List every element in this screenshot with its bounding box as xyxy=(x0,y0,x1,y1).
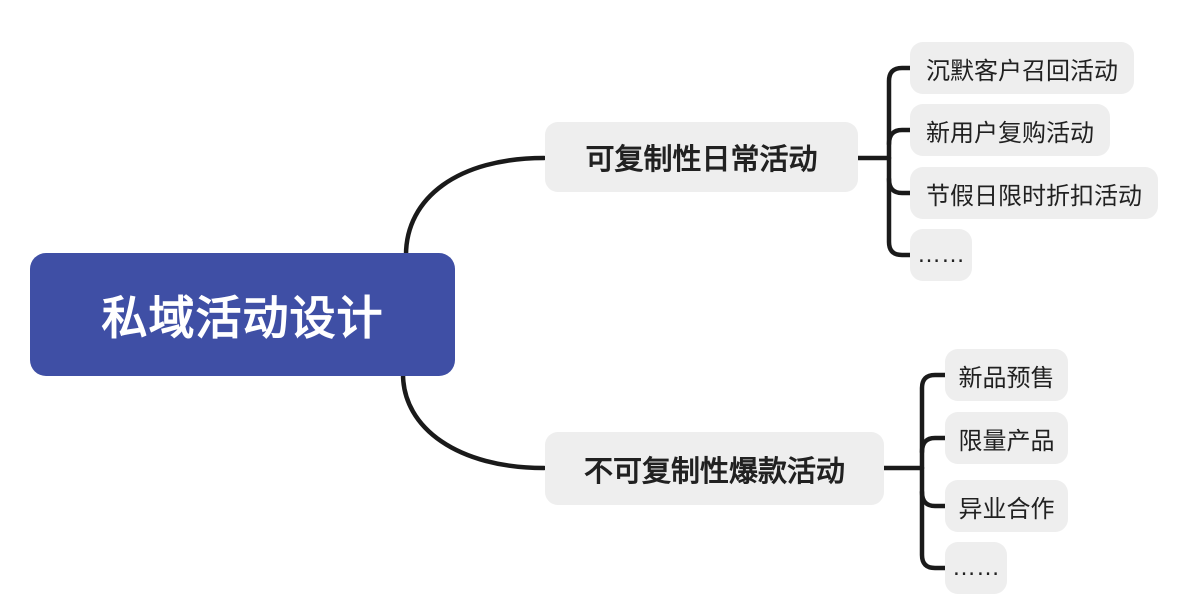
leaf-node-label: …… xyxy=(952,554,1000,581)
connector-branch1-leaf2 xyxy=(886,127,913,147)
connector-branch2-leaf2 xyxy=(919,435,948,455)
connector-root-branch1 xyxy=(403,155,547,258)
leaf-node-label: 新用户复购活动 xyxy=(926,119,1094,147)
root-node-label: 私域活动设计 xyxy=(101,291,384,344)
leaf-node-limited-product[interactable]: 限量产品 xyxy=(945,412,1068,464)
leaf-node-label: 节假日限时折扣活动 xyxy=(926,182,1142,210)
connector-branch1-trunk xyxy=(886,65,913,258)
leaf-node-label: 异业合作 xyxy=(958,495,1055,523)
connector-root-branch2 xyxy=(400,371,547,471)
leaf-node-new-user-repurchase[interactable]: 新用户复购活动 xyxy=(910,104,1110,156)
leaf-node-label: 限量产品 xyxy=(958,427,1055,455)
connector-branch1-leaf3 xyxy=(886,176,913,196)
branch-node-replicable-daily[interactable]: 可复制性日常活动 xyxy=(545,122,858,192)
leaf-node-label: …… xyxy=(917,241,965,268)
leaf-node-label: 沉默客户召回活动 xyxy=(926,57,1118,85)
connector-branch2-leaf3 xyxy=(919,489,948,509)
leaf-node-silent-customer-recall[interactable]: 沉默客户召回活动 xyxy=(910,42,1134,94)
leaf-node-label: 新品预售 xyxy=(958,364,1055,392)
branch-node-label: 不可复制性爆款活动 xyxy=(583,455,845,488)
root-node[interactable]: 私域活动设计 xyxy=(30,253,455,376)
leaf-node-new-product-presale[interactable]: 新品预售 xyxy=(945,349,1068,401)
leaf-node-ellipsis-top[interactable]: …… xyxy=(910,229,972,281)
connector-branch2-trunk xyxy=(919,372,948,571)
leaf-node-cross-industry-cooperation[interactable]: 异业合作 xyxy=(945,480,1068,532)
branch-node-non-replicable-hit[interactable]: 不可复制性爆款活动 xyxy=(545,432,884,505)
branch-node-label: 可复制性日常活动 xyxy=(585,144,818,176)
leaf-node-holiday-discount[interactable]: 节假日限时折扣活动 xyxy=(910,167,1158,219)
leaf-node-ellipsis-bottom[interactable]: …… xyxy=(945,542,1007,594)
